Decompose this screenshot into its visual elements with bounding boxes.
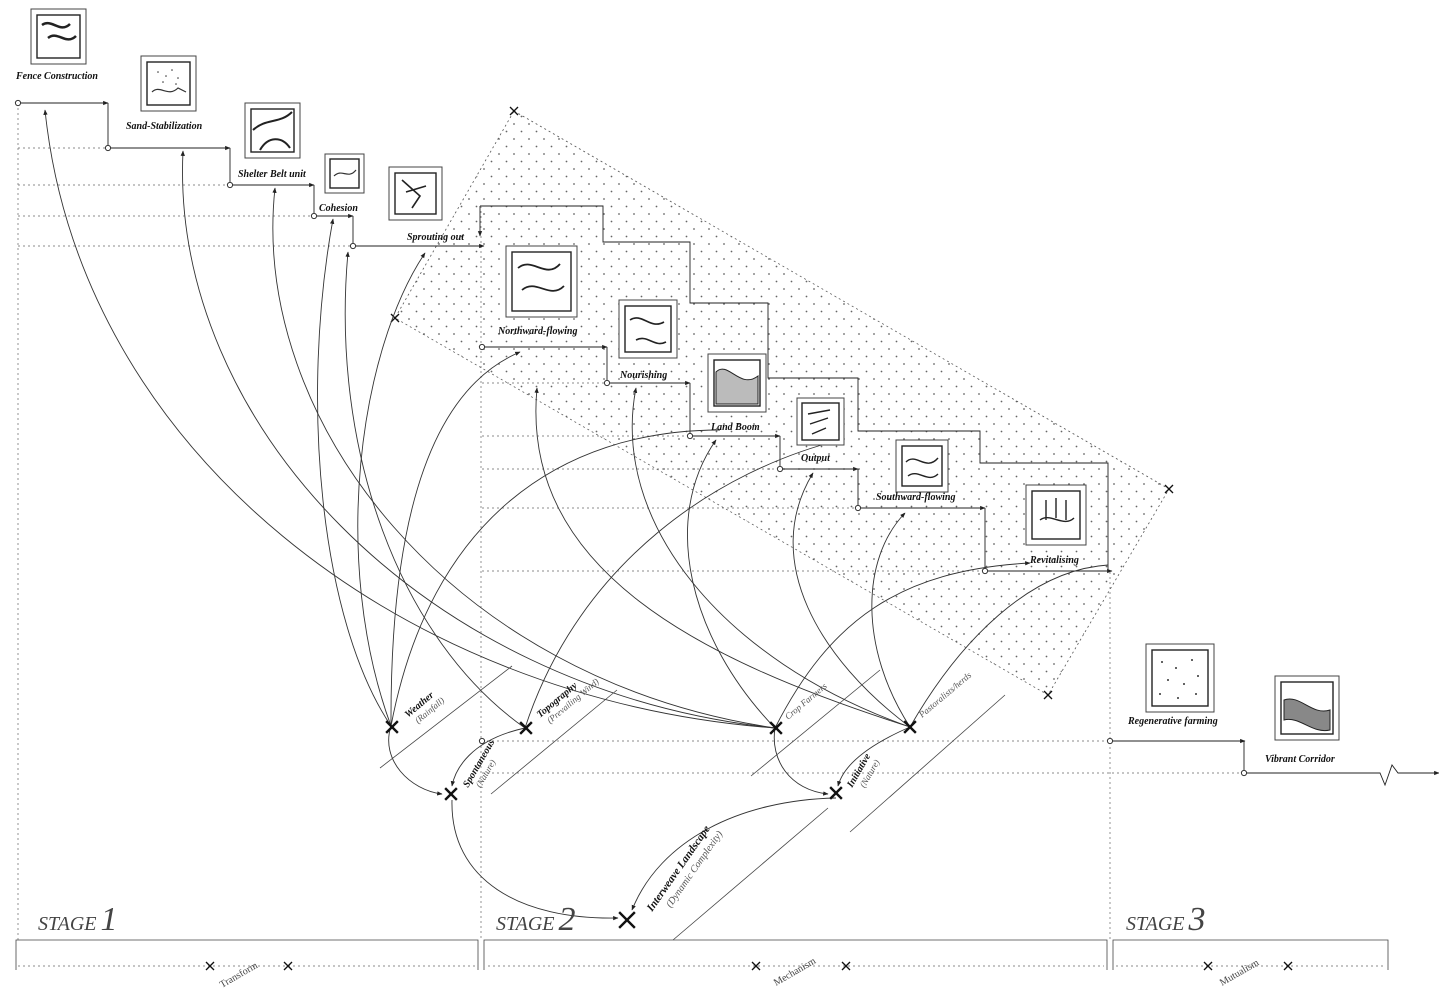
interweave-node	[618, 911, 636, 929]
corridor-icon	[1274, 675, 1340, 741]
stage3-flow	[478, 737, 1439, 787]
bottom-bar-stage2: Mechanism	[483, 939, 1108, 989]
crop-farmers-node	[769, 721, 783, 735]
northward-flowing-label: Northward-flowing	[497, 326, 577, 337]
farming-icon	[1145, 643, 1215, 713]
influence-curves	[43, 109, 1109, 921]
land-boom-icon	[707, 353, 767, 413]
shelter-belt-label: Shelter Belt unit	[238, 169, 307, 180]
sand-icon	[140, 55, 197, 112]
band-corner-markers	[390, 106, 1174, 700]
pastoralists-label: Pastoralists/herds	[916, 670, 974, 721]
bottom-bar-stage1: Transform	[15, 939, 479, 989]
stage2-step-outline	[480, 205, 1109, 572]
output-icon	[796, 397, 845, 446]
output-label: Output	[801, 453, 831, 464]
spontaneous-node	[444, 787, 458, 801]
stage-separators	[17, 103, 1111, 940]
mutualism-label: Mutualism	[1218, 957, 1261, 988]
sprout-icon	[388, 166, 443, 221]
weather-node	[385, 720, 399, 734]
sand-stabilization-label: Sand-Stabilization	[126, 121, 203, 132]
sprouting-out-label: Sprouting out	[407, 232, 465, 243]
initiative-node	[829, 786, 843, 800]
revitalise-icon	[1025, 484, 1087, 546]
nourishing-label: Nourishing	[619, 370, 667, 381]
nourish-icon	[618, 299, 678, 359]
fence-icon	[30, 8, 87, 65]
southward-flowing-label: Southward-flowing	[876, 492, 955, 503]
river-north-icon	[505, 245, 578, 318]
land-boom-label: Land Boom	[710, 422, 760, 433]
bottom-bar-stage3: Mutualism	[1112, 939, 1389, 989]
cohesion-icon	[324, 153, 365, 194]
stage1-flow	[14, 99, 485, 250]
stage2-dotted-band	[394, 110, 1170, 696]
factor-baselines	[379, 665, 1006, 941]
mechanism-label: Mechanism	[772, 956, 818, 989]
transform-label: Transform	[218, 960, 260, 989]
pastoralists-node	[903, 720, 917, 734]
regenerative-farming-label: Regenerative farming	[1127, 716, 1218, 727]
river-south-icon	[895, 439, 949, 493]
shelter-belt-icon	[244, 102, 301, 159]
cohesion-label: Cohesion	[319, 203, 358, 214]
stage2-flow	[478, 343, 1113, 575]
revitalising-label: Revitalising	[1029, 555, 1079, 566]
fence-construction-label: Fence Construction	[15, 71, 98, 82]
topography-node	[519, 721, 533, 735]
vibrant-corridor-label: Vibrant Corridor	[1265, 754, 1335, 765]
